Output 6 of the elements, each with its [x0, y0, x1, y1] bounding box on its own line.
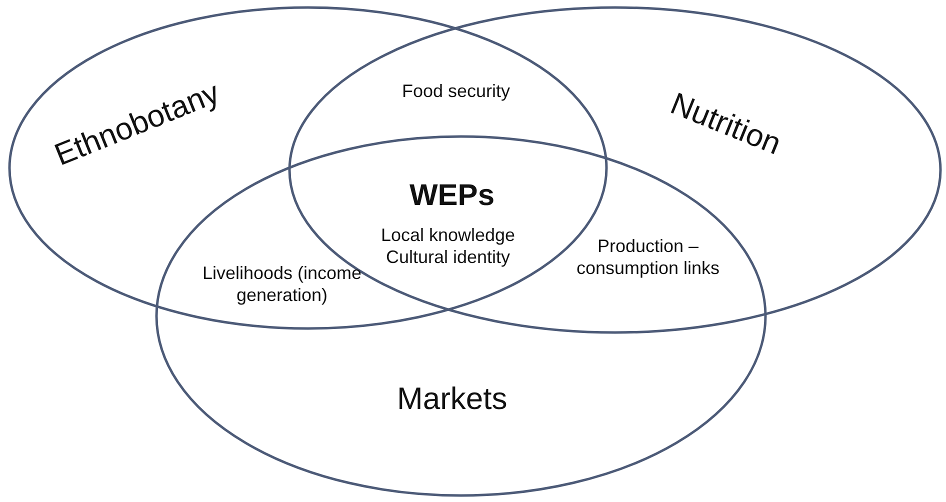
- set-title: Markets: [397, 381, 508, 417]
- center-title: WEPs: [408, 178, 496, 214]
- overlap-label: Production – consumption links: [575, 236, 721, 280]
- overlap-label: Food security: [400, 81, 512, 103]
- overlap-label: Local knowledge Cultural identity: [380, 225, 516, 268]
- overlap-label: Livelihoods (income generation): [201, 263, 363, 306]
